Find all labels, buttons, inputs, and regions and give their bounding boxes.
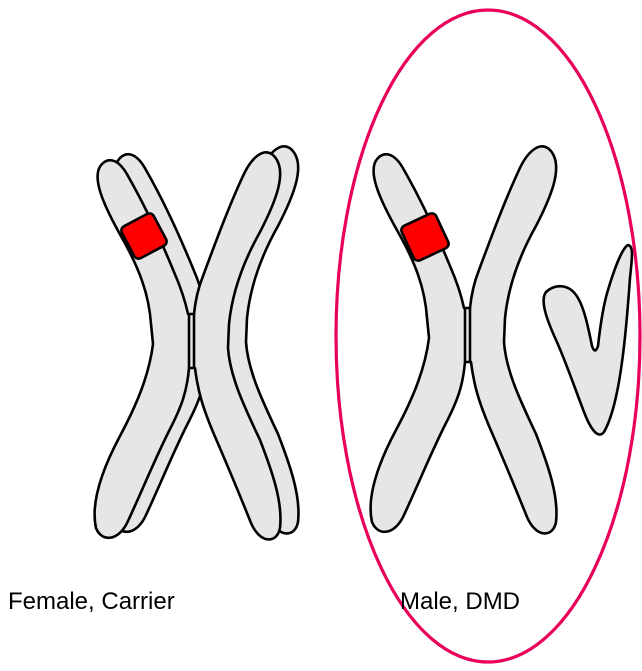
male-dmd-label: Male, DMD [400,590,520,614]
male-y-chromosome [544,245,632,435]
female-carrier-label: Female, Carrier [8,590,175,614]
male-x-chromosome-mutated [371,146,557,533]
female-x-chromosome-mutated [95,152,281,539]
